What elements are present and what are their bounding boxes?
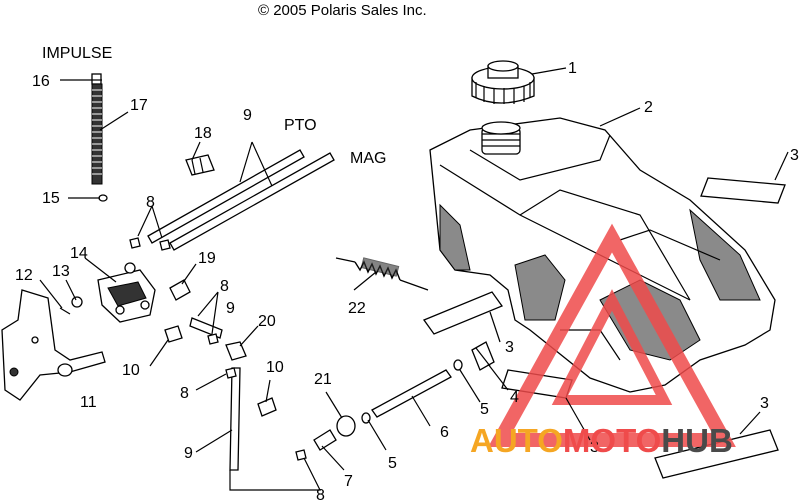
callout-20: 20 <box>258 313 276 330</box>
callout-18: 18 <box>194 125 212 142</box>
impulse-hose <box>91 73 108 202</box>
tank-spring <box>335 257 429 291</box>
callout-9: 9 <box>243 107 252 124</box>
impulse-label: IMPULSE <box>42 45 112 62</box>
callout-8: 8 <box>220 278 229 295</box>
callout-6: 6 <box>440 424 449 441</box>
callout-3: 3 <box>790 147 799 164</box>
hose-clip <box>185 154 215 176</box>
callout-17: 17 <box>130 97 148 114</box>
callout-10: 10 <box>266 359 284 376</box>
watermark-part-auto: AUTO <box>470 422 563 459</box>
callout-22: 22 <box>348 300 366 317</box>
copyright-text: © 2005 Polaris Sales Inc. <box>258 2 427 19</box>
callout-19: 19 <box>198 250 216 267</box>
pump-bracket <box>1 289 106 401</box>
callout-10: 10 <box>122 362 140 379</box>
callout-15: 15 <box>42 190 60 207</box>
fuel-lines <box>147 149 452 471</box>
callout-11: 11 <box>80 394 97 411</box>
callout-3: 3 <box>505 339 514 356</box>
callout-4: 4 <box>510 389 519 406</box>
callout-2: 2 <box>644 99 653 116</box>
callout-21: 21 <box>314 371 332 388</box>
callout-16: 16 <box>32 73 50 90</box>
callout-5: 5 <box>480 401 489 418</box>
fuel-pump <box>97 262 156 323</box>
fuel-cap <box>471 60 535 104</box>
callout-13: 13 <box>52 263 70 280</box>
callout-9: 9 <box>226 300 235 317</box>
mag-label: MAG <box>350 150 386 167</box>
callout-14: 14 <box>70 245 88 262</box>
watermark-text: AUTOMOTOHUB <box>470 422 733 459</box>
watermark-part-hub: HUB <box>661 422 733 459</box>
callout-5: 5 <box>388 455 397 472</box>
callout-8: 8 <box>316 487 325 503</box>
callout-9: 9 <box>184 445 193 462</box>
leader-lines <box>39 67 789 491</box>
callout-3: 3 <box>590 439 599 456</box>
callout-7: 7 <box>344 473 353 490</box>
watermark-logo <box>488 223 736 447</box>
hardware <box>57 237 495 461</box>
callout-8: 8 <box>180 385 189 402</box>
callout-1: 1 <box>568 60 577 77</box>
callout-12: 12 <box>15 267 33 284</box>
watermark-part-moto: MOTO <box>563 422 661 459</box>
callout-8: 8 <box>146 194 155 211</box>
callout-3: 3 <box>760 395 769 412</box>
pto-label: PTO <box>284 117 317 134</box>
